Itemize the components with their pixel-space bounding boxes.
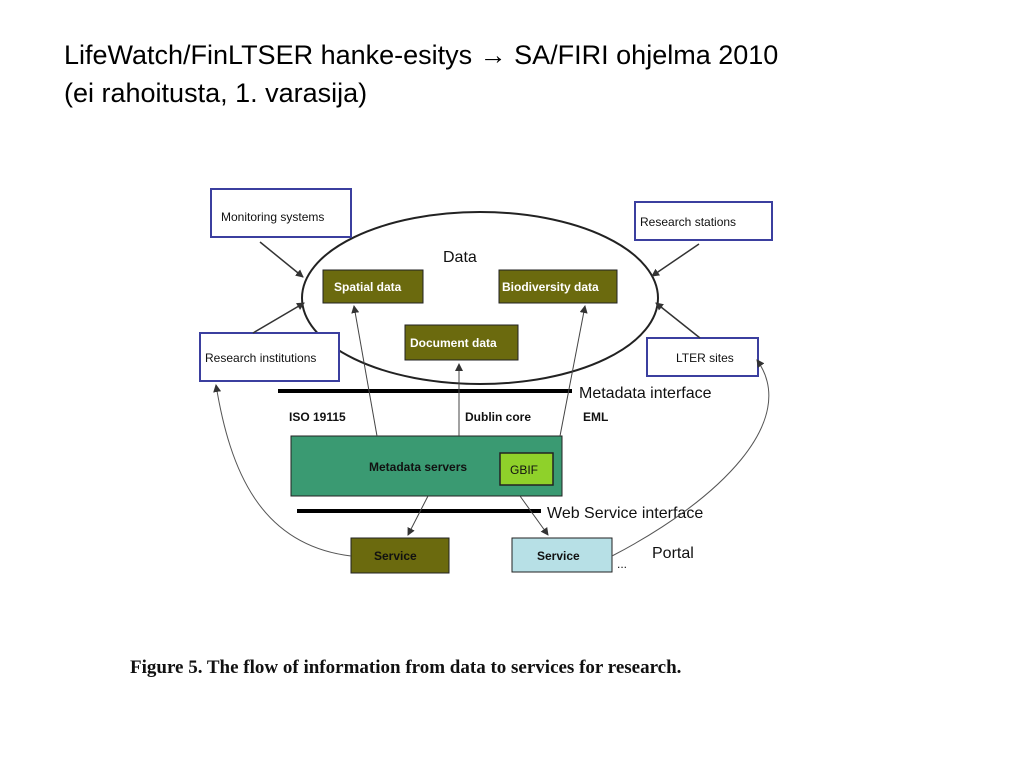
gbif-label: GBIF (510, 463, 538, 477)
monitoring-systems-box (210, 188, 352, 238)
web-service-interface-label: Web Service interface (547, 505, 703, 522)
slide-title: LifeWatch/FinLTSER hanke-esitys → SA/FIR… (64, 36, 1004, 112)
arrow-institutions-to-data (252, 302, 305, 334)
data-ellipse (301, 211, 659, 385)
service-ellipsis: ... (617, 557, 627, 571)
document-data-label: Document data (410, 336, 497, 350)
monitoring-systems-label: Monitoring systems (221, 210, 324, 224)
biodiversity-data-label: Biodiversity data (502, 280, 599, 294)
document-data-box (404, 324, 519, 361)
dublin-core-label: Dublin core (465, 410, 531, 424)
spatial-data-label: Spatial data (334, 280, 402, 294)
arrow-stations-to-data (651, 243, 700, 277)
eml-label: EML (583, 410, 608, 424)
biodiversity-data-box (498, 269, 618, 304)
iso-19115-label: ISO 19115 (289, 410, 346, 424)
gbif-box (499, 452, 554, 486)
arrow-lter-to-data (655, 302, 701, 339)
title-line-2: (ei rahoitusta, 1. varasija) (64, 78, 368, 108)
portal-label: Portal (652, 545, 694, 562)
service-right-label: Service (537, 549, 580, 563)
arrow-metadata-to-spatial (351, 305, 378, 437)
figure-caption: Figure 5. The flow of information from d… (130, 657, 682, 678)
data-label: Data (443, 249, 477, 266)
spatial-data-box (322, 269, 424, 304)
research-institutions-label: Research institutions (205, 351, 316, 365)
research-institutions-box (199, 332, 340, 382)
metadata-servers-label: Metadata servers (369, 460, 467, 474)
arrow-metadata-to-service-right (519, 495, 549, 536)
arrow-monitoring-to-data (259, 241, 304, 278)
lter-sites-box (646, 337, 759, 377)
service-left-label: Service (374, 549, 417, 563)
curve-service-to-institutions (213, 384, 352, 557)
service-right-box (511, 537, 613, 573)
lter-sites-label: LTER sites (676, 351, 734, 365)
curve-service-to-lter (611, 359, 770, 557)
research-stations-box (634, 201, 773, 241)
research-stations-label: Research stations (640, 215, 736, 229)
arrow-metadata-to-biodiversity (559, 305, 588, 437)
arrow-metadata-to-service-left (407, 495, 429, 536)
metadata-interface-label: Metadata interface (579, 385, 712, 402)
title-line-1: LifeWatch/FinLTSER hanke-esitys → SA/FIR… (64, 40, 779, 70)
